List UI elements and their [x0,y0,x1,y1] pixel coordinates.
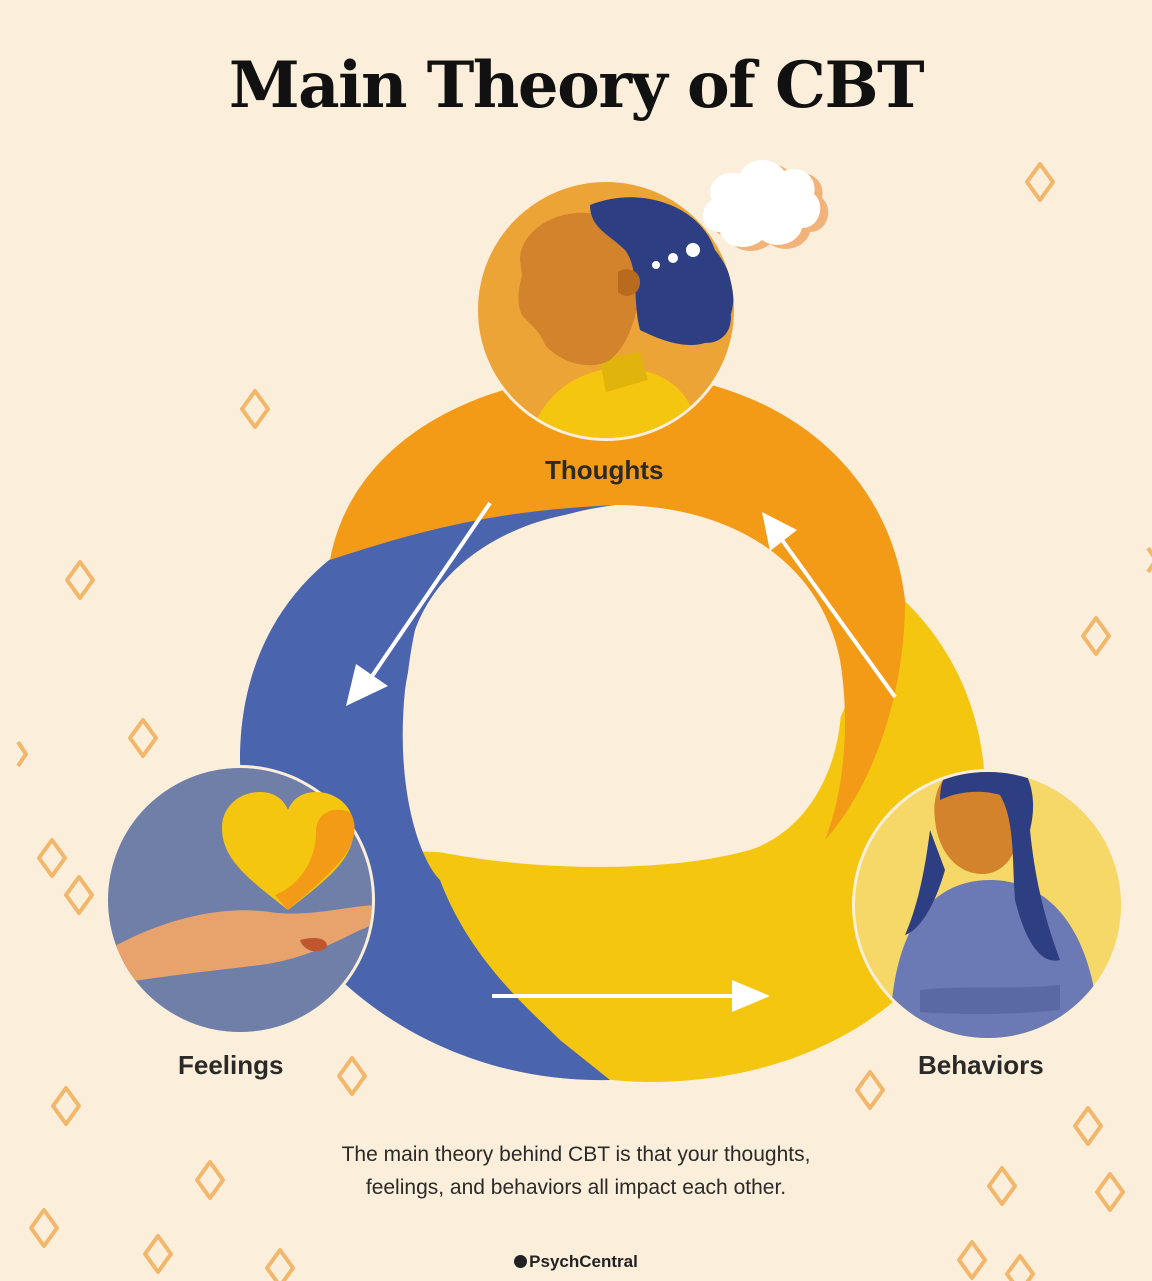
thoughts-illustration [475,179,737,441]
behaviors-label: Behaviors [918,1050,1044,1080]
brand-dot-icon [514,1255,528,1268]
caption-line-1: The main theory behind CBT is that your … [341,1143,811,1166]
brand-logo: PsychCentral [0,1252,1152,1272]
feelings-label: Feelings [178,1050,284,1080]
cycle-center [405,510,842,867]
thought-bubble-icon [652,160,829,269]
caption: The main theory behind CBT is that your … [276,1138,876,1204]
thoughts-label: Thoughts [545,455,664,485]
behaviors-illustration [852,769,1124,1041]
decor-diamonds [16,162,1152,1281]
arrow-behaviors-to-thoughts [762,512,897,699]
heart-icon [222,792,355,910]
arrow-thoughts-to-feelings [346,501,492,706]
caption-line-2: feelings, and behaviors all impact each … [365,1176,787,1199]
arrow-feelings-to-behaviors [492,980,770,1012]
thoughts-ring [330,372,905,840]
brand-name: PsychCentral [529,1252,638,1271]
feelings-illustration [105,765,375,1035]
page-title: Main Theory of CBT [228,48,925,123]
